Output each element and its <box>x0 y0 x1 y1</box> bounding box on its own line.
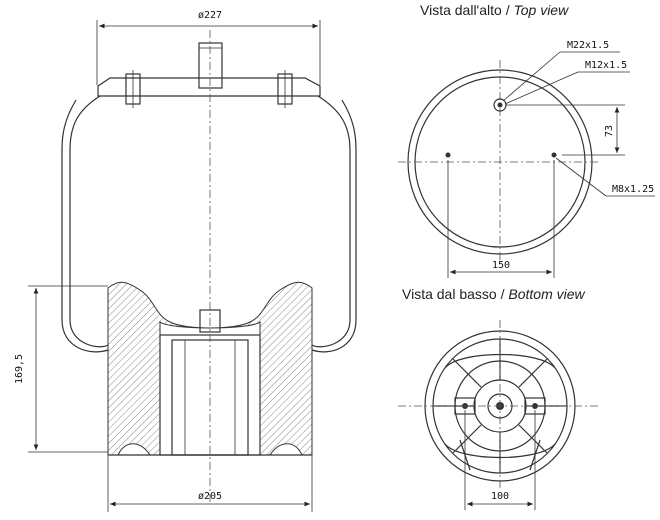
top-diameter-dimension: ø227 <box>96 10 321 85</box>
offset-label: 73 <box>604 125 615 137</box>
center-stud <box>198 42 223 89</box>
spacing-dimension-bottom: 100 <box>464 410 536 510</box>
spacing-label-top: 150 <box>492 260 510 271</box>
bellows-left <box>69 95 109 348</box>
top-view: Vista dall'alto / Top view M22x1.5 M12x1… <box>398 2 655 278</box>
bottom-view-title: Vista dal basso / Bottom view <box>402 286 586 302</box>
offset-dimension: 73 <box>506 104 625 156</box>
bottom-diameter-label: ø205 <box>198 491 222 502</box>
m8-hole-left <box>445 152 451 158</box>
top-plate <box>97 77 321 97</box>
piston-section <box>107 281 313 456</box>
bottom-diameter-dimension: ø205 <box>107 455 313 512</box>
bellows-right <box>311 95 351 348</box>
callout-m8: M8x1.25 <box>612 184 654 195</box>
callout-m22: M22x1.5 <box>567 40 609 51</box>
top-diameter-label: ø227 <box>198 10 222 21</box>
bottom-view: Vista dal basso / Bottom view <box>398 286 600 510</box>
height-label: 169,5 <box>14 354 25 384</box>
side-view: ø227 <box>14 10 357 512</box>
piston-bolt <box>199 309 221 333</box>
spacing-label-bottom: 100 <box>491 491 509 502</box>
height-dimension: 169,5 <box>14 285 108 453</box>
spacing-dimension-top: 150 <box>447 160 555 278</box>
callout-m12: M12x1.5 <box>585 60 627 71</box>
m8-hole-right <box>551 152 557 158</box>
top-view-title: Vista dall'alto / Top view <box>420 2 569 18</box>
